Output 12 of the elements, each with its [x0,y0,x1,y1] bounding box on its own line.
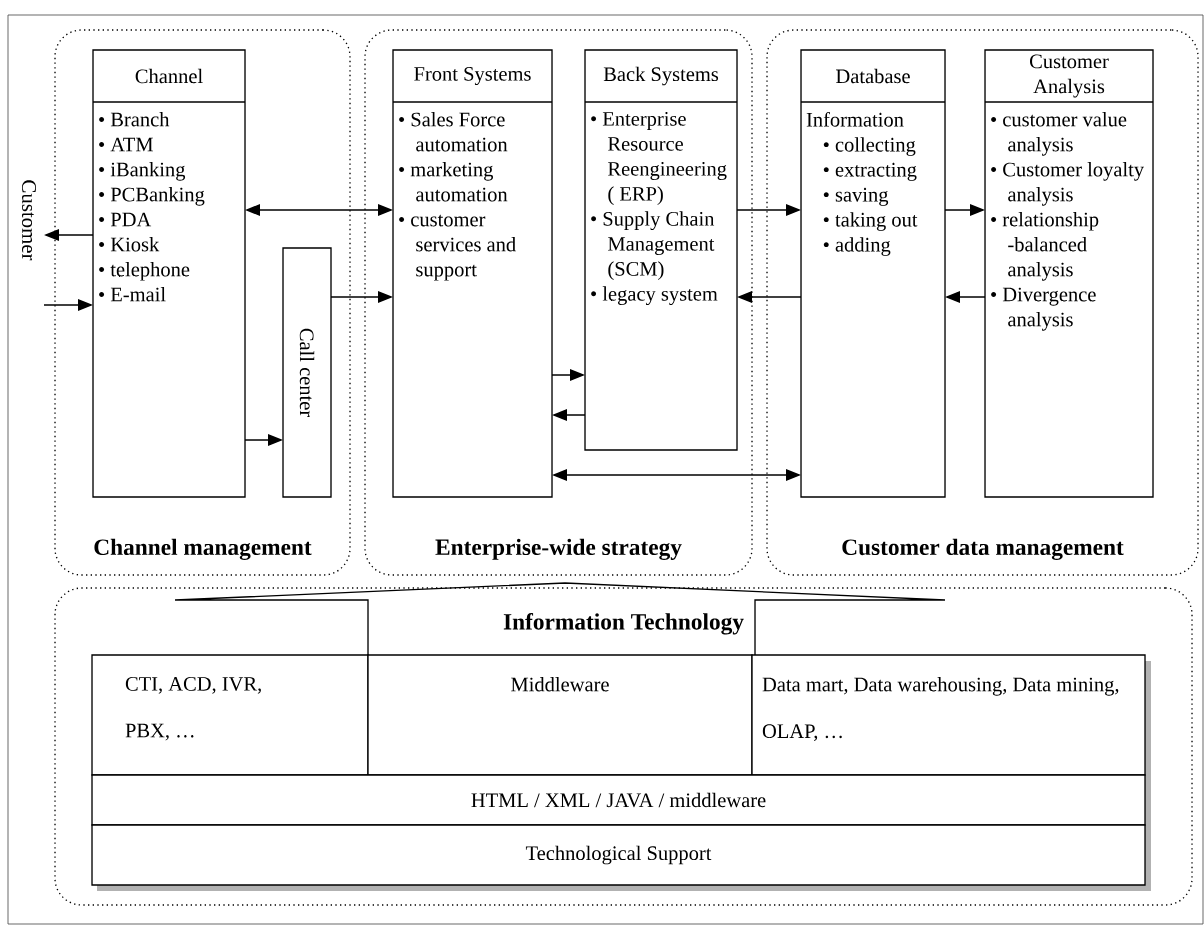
table-cell: Data mart, Data warehousing, Data mining, OLAP, … [751,654,1146,776]
list-box: Customer Analysis • customer value analysis • Customer loyalty analysis • relationship -balanced analysis • Divergence analysis [984,49,1154,498]
list-box: Back Systems • Enterprise Resource Reengineering ( ERP) • Supply Chain Management (SCM) • legacy system [584,49,738,451]
list-box: Front Systems • Sales Force automation • marketing automation • customer services and support [392,49,553,498]
list-box: Channel • Branch • ATM • iBanking • PCBanking • PDA • Kiosk • telephone • E-mail [92,49,246,498]
table-cell: CTI, ACD, IVR, PBX, … [91,654,369,776]
table-cell: Middleware [367,654,753,776]
table-row: HTML / XML / JAVA / middleware [91,774,1146,826]
process-box: Call center [282,247,332,498]
table-row: Technological Support [91,824,1146,886]
actor-label: Customer [22,180,36,261]
list-box: Database Information • collecting • extracting • saving • taking out • adding [800,49,946,498]
